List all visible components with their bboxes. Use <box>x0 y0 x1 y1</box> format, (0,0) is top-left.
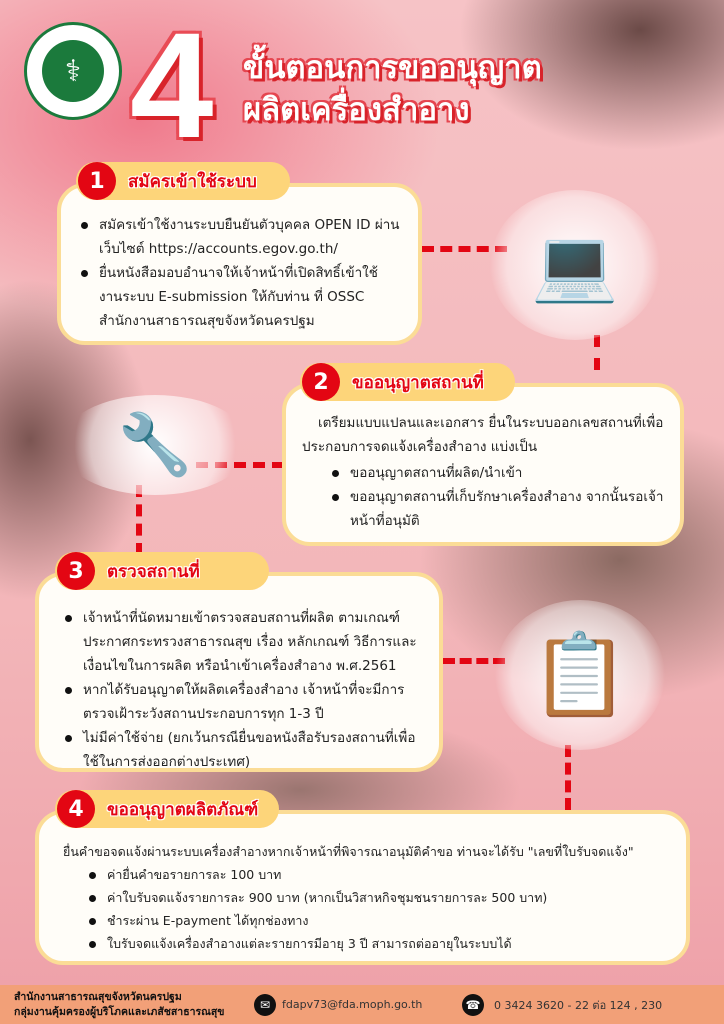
list-item: ค่ายื่นคำขอรายการละ 100 บาท <box>85 863 672 886</box>
step-number: 2 <box>302 363 340 401</box>
list-item: หากได้รับอนุญาตให้ผลิตเครื่องสำอาง เจ้าห… <box>61 678 419 726</box>
step-4-header: 4 ขออนุญาตผลิตภัณฑ์ <box>55 790 279 828</box>
step-2-card: เตรียมแบบแปลนและเอกสาร ยื่นในระบบออกเลขส… <box>282 383 684 546</box>
step-title: ตรวจสถานที่ <box>107 561 200 582</box>
list-item: ไม่มีค่าใช้จ่าย (ยกเว้นกรณียื่นขอหนังสือ… <box>61 726 419 774</box>
title-line-1: ขั้นตอนการขออนุญาต <box>243 50 542 86</box>
list-item: ใบรับจดแจ้งเครื่องสำอางแต่ละรายการมีอายุ… <box>85 932 672 955</box>
step-3-header: 3 ตรวจสถานที่ <box>55 552 269 590</box>
step-intro: ยื่นคำขอจดแจ้งผ่านระบบเครื่องสำอางหากเจ้… <box>63 844 634 859</box>
step-title: สมัครเข้าใช้ระบบ <box>128 171 257 192</box>
list-item: ชำระผ่าน E-payment ได้ทุกช่องทาง <box>85 909 672 932</box>
connector <box>422 246 507 252</box>
connector <box>594 335 600 370</box>
email-icon: ✉ <box>254 993 276 1016</box>
caduceus-icon: ⚕ <box>42 40 104 102</box>
document-approval-illustration: 📋 <box>495 600 665 750</box>
developer-illustration: 💻 <box>490 190 660 340</box>
step-4-card: ยื่นคำขอจดแจ้งผ่านระบบเครื่องสำอางหากเจ้… <box>35 810 690 965</box>
step-number: 4 <box>57 790 95 828</box>
step-number: 1 <box>78 162 116 200</box>
connector <box>565 745 571 810</box>
step-2-header: 2 ขออนุญาตสถานที่ <box>300 363 515 401</box>
connector <box>443 658 505 664</box>
step-title: ขออนุญาตสถานที่ <box>352 372 484 393</box>
email-link[interactable]: fdapv73@fda.moph.go.th <box>282 998 423 1011</box>
step-number: 3 <box>57 552 95 590</box>
list-item: สมัครเข้าใช้งานระบบยืนยันตัวบุคคล OPEN I… <box>77 213 400 261</box>
connector <box>136 485 142 555</box>
step-1-header: 1 สมัครเข้าใช้ระบบ <box>76 162 290 200</box>
phone-number: 0 3424 3620 - 22 ต่อ 124 , 230 <box>494 998 663 1012</box>
step-3-card: เจ้าหน้าที่นัดหมายเข้าตรวจสอบสถานที่ผลิต… <box>35 572 443 772</box>
workers-illustration: 🔧 <box>60 395 250 495</box>
phone-icon: ☎ <box>462 993 484 1016</box>
footer: สำนักงานสาธารณสุขจังหวัดนครปฐมกลุ่มงานคุ… <box>0 985 724 1024</box>
step-title: ขออนุญาตผลิตภัณฑ์ <box>107 799 259 820</box>
org-department: กลุ่มงานคุ้มครองผู้บริโภคและเภสัชสาธารณส… <box>14 1005 225 1018</box>
big-step-count: 4 <box>130 1 214 169</box>
org-name: สำนักงานสาธารณสุขจังหวัดนครปฐม <box>14 990 182 1003</box>
list-item: ยื่นหนังสือมอบอำนาจให้เจ้าหน้าที่เปิดสิท… <box>77 261 400 333</box>
title-line-2: ผลิตเครื่องสำอาง <box>243 92 470 128</box>
step-intro: เตรียมแบบแปลนและเอกสาร ยื่นในระบบออกเลขส… <box>302 415 664 455</box>
step-1-card: สมัครเข้าใช้งานระบบยืนยันตัวบุคคล OPEN I… <box>57 183 422 345</box>
list-item: ขออนุญาตสถานที่เก็บรักษาเครื่องสำอาง จาก… <box>328 485 666 533</box>
ministry-logo: ⚕ <box>24 22 122 120</box>
list-item: ค่าใบรับจดแจ้งรายการละ 900 บาท (หากเป็นว… <box>85 886 672 909</box>
list-item: เจ้าหน้าที่นัดหมายเข้าตรวจสอบสถานที่ผลิต… <box>61 606 419 678</box>
list-item: ขออนุญาตสถานที่ผลิต/นำเข้า <box>328 461 666 485</box>
